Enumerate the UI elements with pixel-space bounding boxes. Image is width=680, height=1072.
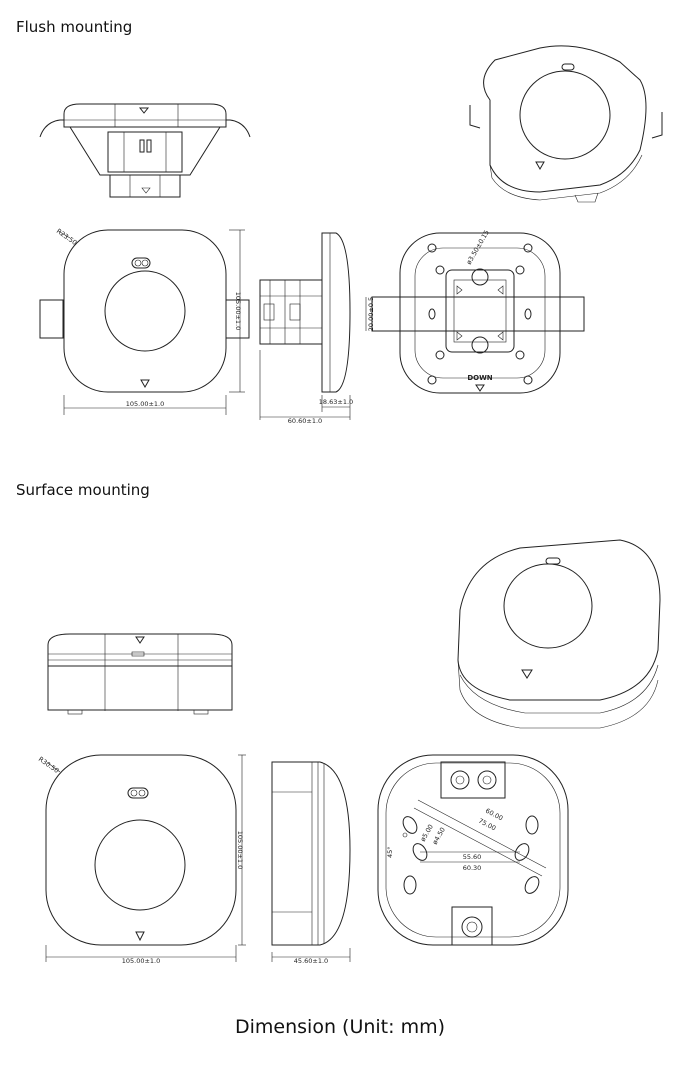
surface-back-view: 60.00 75.00 55.60 60.30 ø5.00 ø4.50 45° [377,754,569,946]
flush-back-view: DOWN ø3.50±0.15 20.00±0.5 [365,229,585,394]
flush-isometric-view [469,45,663,203]
flush-front-view: 105.00±1.0 105.00±1.0 R23.50 [39,227,250,415]
surface-front-view: 105.00±1.0 105.00±1.0 R30.50 [37,754,246,965]
surface-width-dimension: 105.00±1.0 [122,957,161,965]
surface-height-dimension: 105.00±1.0 [236,831,244,870]
surface-radius-dimension: R30.50 [37,755,61,775]
flush-thickness-dimension: 18.63±1.0 [319,398,353,406]
surface-spacing-4: 60.30 [463,864,482,872]
surface-side-view [47,633,233,715]
surface-profile-view: 45.60±1.0 [271,761,351,965]
flush-side-view [39,103,251,198]
flush-radius-dimension: R23.50 [55,227,79,247]
flush-mounting-title: Flush mounting [16,18,133,36]
flush-width-dimension: 105.00±1.0 [126,400,165,408]
surface-isometric-view [457,539,661,729]
flush-depth-dimension: 60.60±1.0 [288,417,322,425]
surface-spacing-3: 55.60 [463,853,482,861]
flush-clip-dimension: 20.00±0.5 [367,297,375,331]
surface-depth-dimension: 45.60±1.0 [294,957,328,965]
flush-profile-view: 18.63±1.0 60.60±1.0 [259,232,353,425]
flush-height-dimension: 105.00±1.0 [234,292,242,331]
flush-down-label: DOWN [467,374,492,382]
surface-angle-label: 45° [386,846,394,858]
dimension-caption: Dimension (Unit: mm) [235,1016,445,1038]
surface-mounting-title: Surface mounting [16,481,150,499]
